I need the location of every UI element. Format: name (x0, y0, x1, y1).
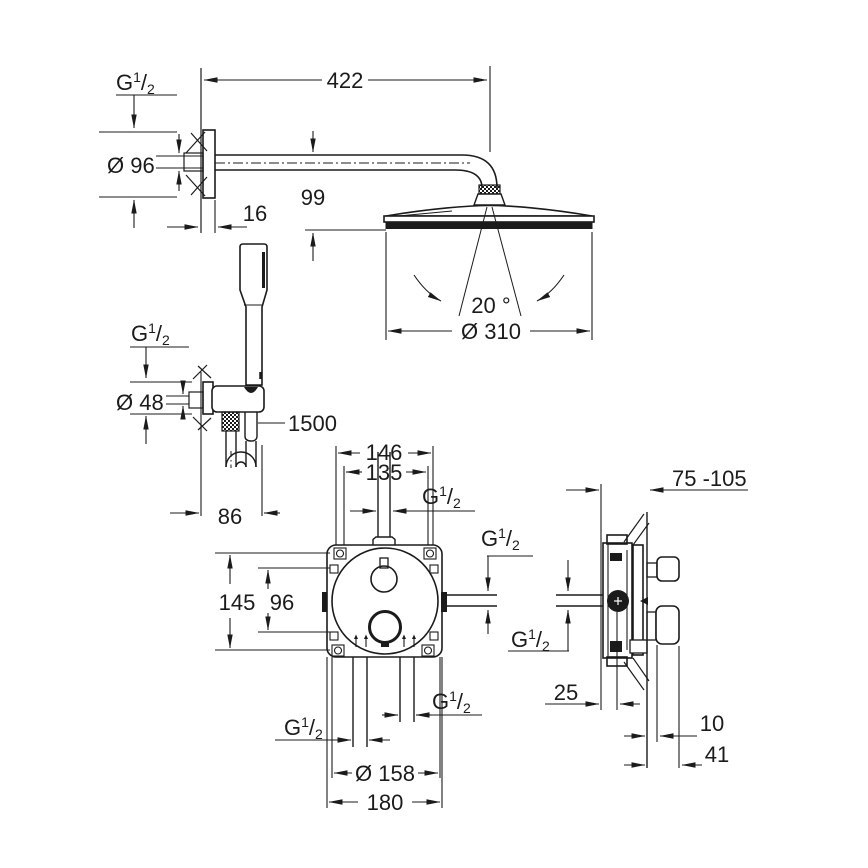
handle-inlet-cone (244, 412, 258, 442)
arm-thread-stub (183, 152, 204, 172)
thread-label-right-pipe: G1/2 (481, 525, 520, 553)
dim-box-width: 180 (367, 790, 404, 815)
wall-hatching (623, 513, 650, 691)
dim-fixing-height-outer: 145 (219, 590, 256, 615)
dim-arm-rosette-diameter: Ø 96 (107, 153, 155, 178)
thread-label-top-pipe: G1/2 (422, 483, 461, 511)
side-front-plate (632, 544, 644, 656)
dim-shield-diameter: Ø 158 (355, 761, 415, 786)
dim-holder-rosette-diameter: Ø 48 (116, 390, 164, 415)
hose-u-bend-outer (225, 451, 257, 468)
ball-joint-collar (473, 193, 506, 206)
holder-thread-stub (188, 391, 204, 409)
thread-label-side-stub: G1/2 (511, 626, 550, 654)
dimension-labels: 422 G1/2 Ø 96 99 16 20 ° Ø 310 G1/2 Ø 48… (107, 68, 747, 815)
dim-fixing-width-outer: 146 (366, 440, 403, 465)
dim-body-depth: 25 (554, 680, 578, 705)
dim-fixing-height-inner: 96 (270, 590, 294, 615)
top-pipe-flange (372, 536, 396, 545)
mixer-side-view-group (556, 512, 680, 768)
top-handle (656, 556, 680, 582)
fixing-screws (329, 547, 439, 657)
plaster-shield-circle (331, 547, 439, 655)
wall-face-pointer (640, 597, 648, 605)
head-shower-arm-group (156, 68, 595, 233)
bottom-handle (655, 605, 680, 645)
dim-rosette-depth: 16 (243, 201, 267, 226)
dim-installation-depth: 75 -105 (672, 466, 747, 491)
head-spray-face (385, 222, 593, 229)
thread-label-bottom-left-pipe: G1/2 (284, 714, 323, 742)
holder-clip-shadow (244, 387, 258, 393)
mixer-side-dimensions (545, 484, 748, 768)
hand-shower-dimensions (130, 346, 285, 516)
spray-angle-arrow-left (413, 274, 442, 302)
spray-angle-line-left (458, 206, 488, 317)
mixer-front-dimensions (215, 446, 571, 808)
thread-break-marks (185, 131, 208, 197)
hand-shower-holder (211, 385, 265, 413)
dim-arm-projection: 422 (327, 68, 364, 93)
side-top-tab (606, 534, 628, 545)
connection-pipes (352, 452, 497, 747)
side-port-left (322, 592, 327, 612)
shower-arm-outer (215, 154, 498, 189)
dim-trim-offset: 10 (700, 711, 724, 736)
spray-angle-line-right (491, 206, 522, 317)
hand-shower-group (166, 243, 268, 516)
ball-joint-nut (478, 184, 501, 195)
port-position-ticks (354, 634, 416, 647)
thread-label-hand: G1/2 (131, 320, 170, 348)
spray-angle-arrow-right (536, 274, 565, 302)
dim-holder-projection: 86 (218, 504, 242, 529)
thread-break-marks-hand (192, 364, 212, 432)
head-shower-dimensions (99, 66, 593, 340)
thermostat-spindle (370, 565, 398, 593)
head-cone (385, 204, 593, 217)
head-rim (383, 215, 595, 223)
dim-hose-length: 1500 (288, 411, 337, 436)
dim-fixing-width-inner: 135 (366, 460, 403, 485)
mixer-front-view-group (322, 452, 497, 747)
thermostat-spindle-key (379, 557, 389, 569)
hand-shower-handle (239, 243, 268, 386)
dim-spray-angle: 20 ° (471, 293, 510, 318)
dim-handle-projection: 41 (705, 742, 729, 767)
thread-label-bottom-right-pipe: G1/2 (432, 688, 471, 716)
hose-nut (221, 411, 240, 432)
thread-label-arm: G1/2 (116, 69, 155, 97)
dim-head-drop: 99 (301, 185, 325, 210)
dim-head-diameter: Ø 310 (461, 319, 521, 344)
side-port-right (441, 592, 447, 612)
